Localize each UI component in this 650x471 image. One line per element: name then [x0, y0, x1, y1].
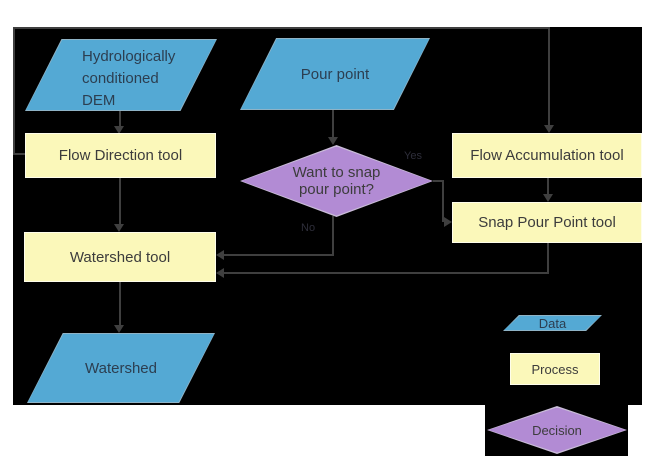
- node-watershed: Watershed: [27, 333, 215, 403]
- edge-pourpoint-to-decision: [332, 109, 334, 138]
- legend-data-shape: Data: [503, 315, 602, 331]
- edge-flowdirection-to-watershedtool: [119, 178, 121, 225]
- edge-dem-to-flowdirection: [119, 111, 121, 127]
- edge-snappourpoint-to-watershedtool: [224, 272, 549, 274]
- arrowhead-icon: [543, 194, 553, 202]
- node-label: Watershed: [28, 334, 214, 402]
- edge-flowdirection-to-flowaccumulation: [13, 153, 26, 155]
- node-hydrologically-conditioned-dem: Hydrologically conditioned DEM: [25, 39, 217, 111]
- arrowhead-icon: [544, 125, 554, 133]
- edge-label-yes: Yes: [404, 150, 422, 162]
- node-label: Watershed tool: [69, 248, 171, 266]
- arrowhead-icon: [216, 268, 224, 278]
- legend-process-label: Process: [531, 361, 579, 377]
- node-flow-accumulation-tool: Flow Accumulation tool: [452, 133, 642, 178]
- arrowhead-icon: [328, 137, 338, 145]
- edge-decision-yes: [442, 180, 444, 222]
- node-label: Snap Pour Point tool: [478, 214, 616, 231]
- edge-flowaccumulation-to-snappourpoint: [547, 178, 549, 195]
- node-flow-direction-tool: Flow Direction tool: [25, 133, 216, 178]
- arrowhead-icon: [114, 325, 124, 333]
- edge-decision-no: [224, 254, 334, 256]
- edge-flowdirection-to-flowaccumulation: [548, 27, 550, 126]
- edge-flowdirection-to-flowaccumulation: [13, 27, 15, 155]
- node-snap-pour-point-tool: Snap Pour Point tool: [452, 202, 642, 243]
- legend-data-label: Data: [504, 316, 601, 330]
- arrowhead-icon: [444, 217, 452, 227]
- node-label: Flow Accumulation tool: [470, 147, 624, 164]
- edge-flowdirection-to-flowaccumulation: [13, 27, 550, 29]
- edge-snappourpoint-to-watershedtool: [547, 242, 549, 274]
- edge-label-no: No: [301, 222, 316, 234]
- edge-watershedtool-to-watershed: [119, 282, 121, 326]
- arrowhead-icon: [216, 250, 224, 260]
- node-pour-point: Pour point: [240, 38, 430, 110]
- arrowhead-icon: [114, 126, 124, 134]
- node-label: Hydrologically conditioned DEM: [26, 40, 216, 110]
- edge-decision-yes: [433, 180, 444, 182]
- legend-process-shape: Process: [510, 353, 600, 385]
- node-label-text: Hydrologically conditioned DEM: [82, 48, 176, 109]
- edge-decision-no: [332, 216, 334, 256]
- node-watershed-tool: Watershed tool: [24, 232, 216, 282]
- arrowhead-icon: [114, 224, 124, 232]
- node-label-text: Want to snap pour point?: [292, 164, 381, 198]
- node-label: Flow Direction tool: [58, 147, 183, 164]
- node-label: Pour point: [241, 39, 429, 109]
